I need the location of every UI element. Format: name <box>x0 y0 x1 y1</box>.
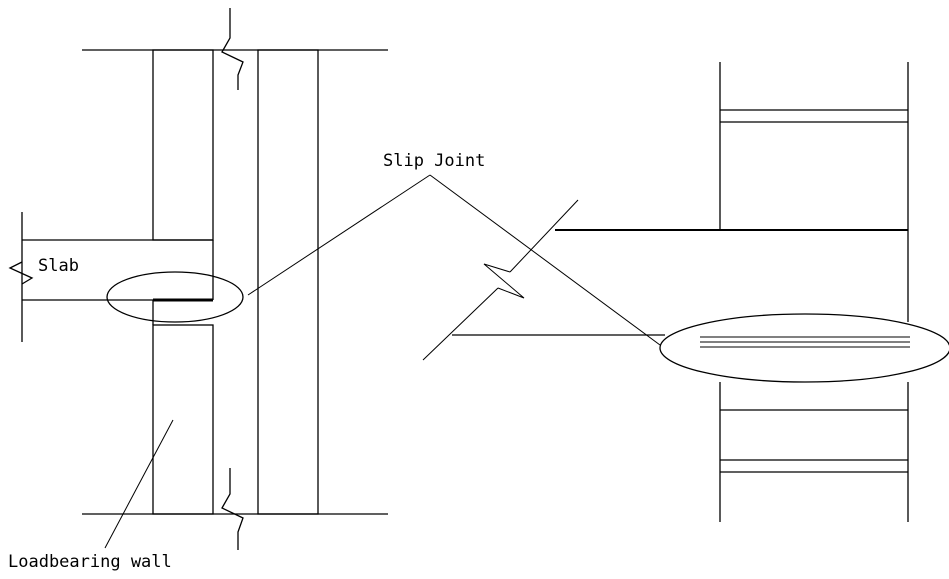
inner-wall-lower <box>152 324 214 515</box>
leader-slip-joint-right <box>429 174 661 346</box>
slip-joint-label: Slip Joint <box>383 151 485 171</box>
slab-break-symbol <box>8 261 34 285</box>
right-section <box>422 62 949 522</box>
joint-highlight-ellipse-left <box>106 271 244 323</box>
outer-wall <box>257 49 319 515</box>
leader-loadbearing-wall <box>104 419 174 549</box>
loadbearing-wall-label: Loadbearing wall <box>8 552 172 572</box>
detail-break-diagonal-lower <box>422 287 499 361</box>
joint-highlight-ellipse-right <box>659 313 949 383</box>
slab-label: Slab <box>38 256 79 276</box>
inner-wall-upper <box>152 49 214 241</box>
break-symbol-bottom <box>221 468 244 550</box>
break-symbol-top <box>221 8 244 90</box>
detail-break-diagonal-upper <box>509 199 579 273</box>
detail-break-zigzag <box>483 263 525 299</box>
left-section <box>8 8 431 550</box>
leader-slip-joint-left <box>247 174 431 296</box>
